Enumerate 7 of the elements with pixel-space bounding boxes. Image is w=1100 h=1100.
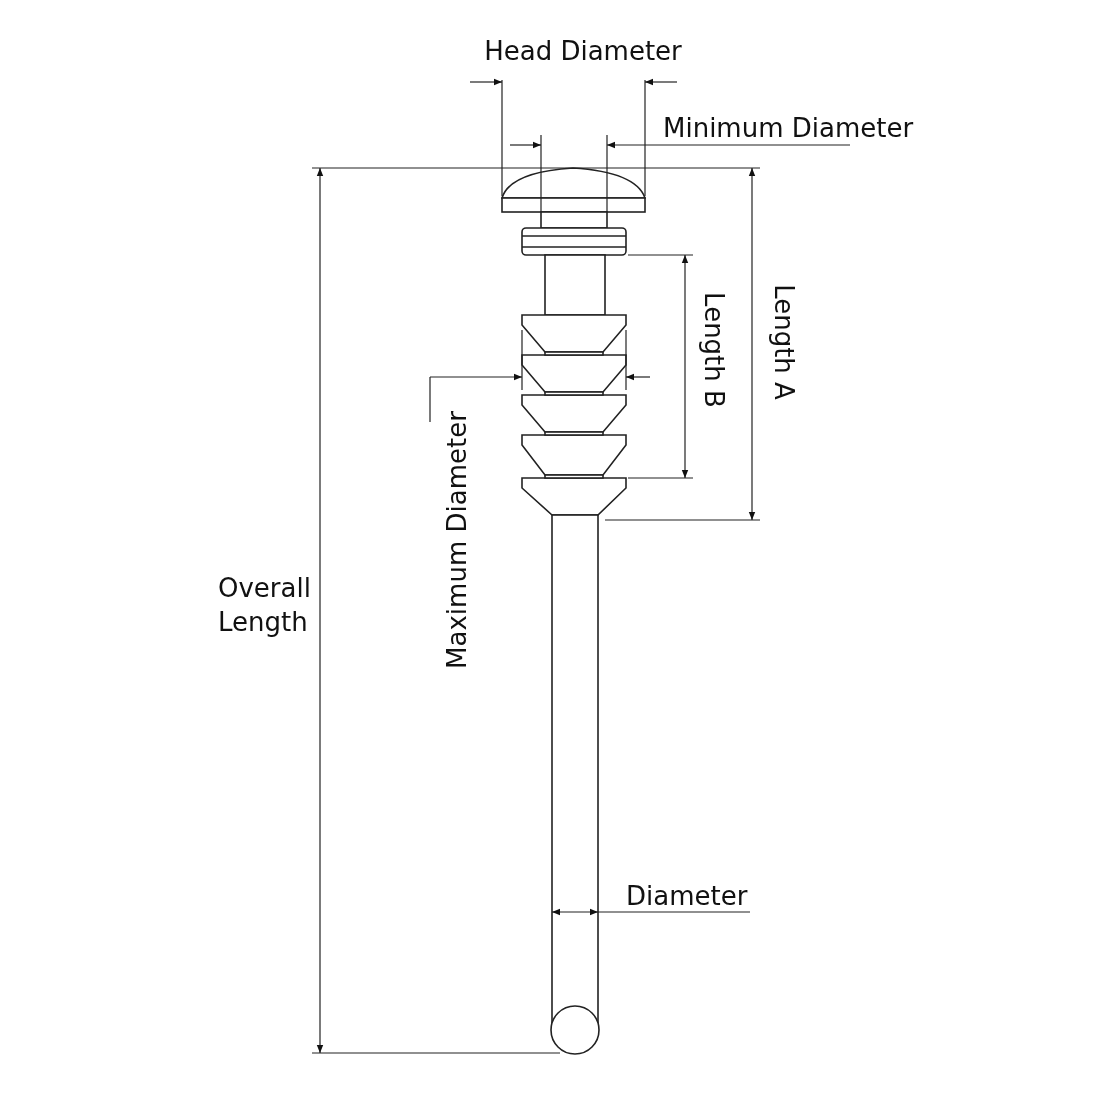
dimension-label: Diameter xyxy=(626,880,748,914)
dimension-label: Maximum Diameter xyxy=(441,411,474,669)
dimension-label: Head Diameter xyxy=(484,35,682,69)
dimension-label: Minimum Diameter xyxy=(663,112,914,146)
dimension-label: Length A xyxy=(767,284,800,400)
dimension-label: Overall Length xyxy=(218,572,312,639)
dimension-label: Length B xyxy=(697,292,730,408)
